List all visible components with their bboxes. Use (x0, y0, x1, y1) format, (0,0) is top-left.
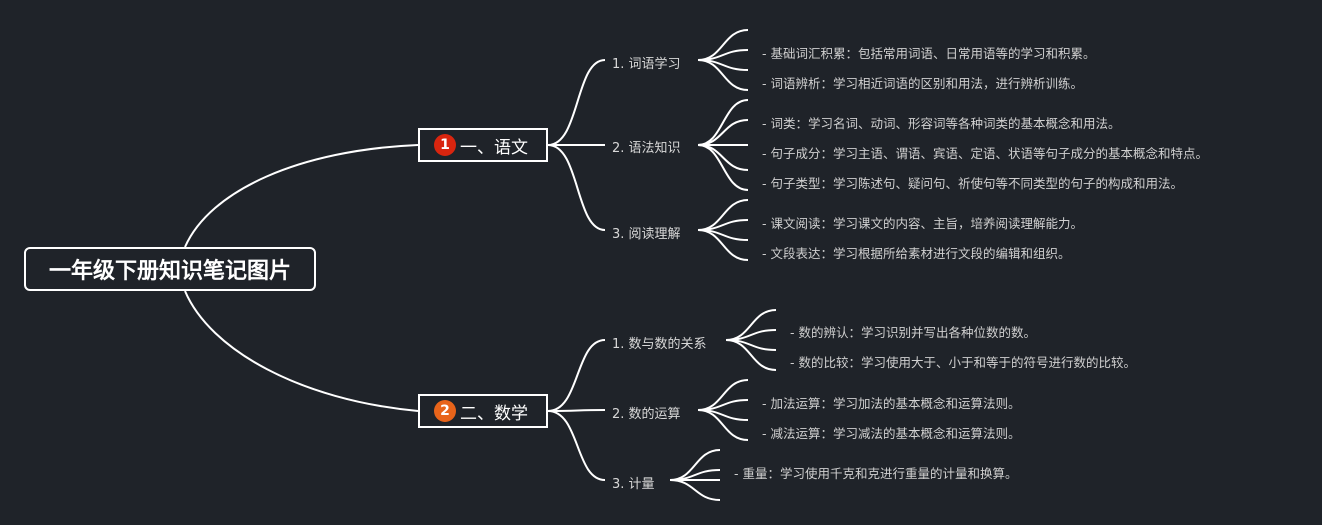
leaf-item[interactable]: - 句子类型：学习陈述句、疑问句、祈使句等不同类型的句子的构成和用法。 (762, 176, 1183, 191)
leaf-item[interactable]: - 句子成分：学习主语、谓语、宾语、定语、状语等句子成分的基本概念和特点。 (762, 146, 1208, 161)
leaf-item[interactable]: - 加法运算：学习加法的基本概念和运算法则。 (762, 396, 1021, 411)
subtopic-measurement[interactable]: 3. 计量 (612, 477, 655, 492)
root-node[interactable]: 一年级下册知识笔记图片 (24, 247, 316, 291)
subtopic-operations[interactable]: 2. 数的运算 (612, 407, 681, 422)
topic-label: 一、语文 (460, 137, 528, 158)
leaf-item[interactable]: - 减法运算：学习减法的基本概念和运算法则。 (762, 426, 1021, 441)
leaf-item[interactable]: - 数的比较：学习使用大于、小于和等于的符号进行数的比较。 (790, 355, 1136, 370)
subtopic-grammar[interactable]: 2. 语法知识 (612, 141, 681, 156)
leaf-item[interactable]: - 词语辨析：学习相近词语的区别和用法，进行辨析训练。 (762, 76, 1083, 91)
topic-math[interactable]: 2 二、数学 (418, 394, 548, 428)
topic-label: 二、数学 (460, 403, 528, 424)
leaf-item[interactable]: - 课文阅读：学习课文的内容、主旨，培养阅读理解能力。 (762, 216, 1083, 231)
leaf-item[interactable]: - 重量：学习使用千克和克进行重量的计量和换算。 (734, 466, 1018, 481)
priority-1-badge: 1 (434, 134, 456, 156)
leaf-item[interactable]: - 词类：学习名词、动词、形容词等各种词类的基本概念和用法。 (762, 116, 1121, 131)
topic-chinese[interactable]: 1 一、语文 (418, 128, 548, 162)
leaf-item[interactable]: - 基础词汇积累：包括常用词语、日常用语等的学习和积累。 (762, 46, 1096, 61)
root-title: 一年级下册知识笔记图片 (48, 259, 291, 284)
leaf-item[interactable]: - 文段表达：学习根据所给素材进行文段的编辑和组织。 (762, 246, 1071, 261)
leaf-item[interactable]: - 数的辨认：学习识别并写出各种位数的数。 (790, 325, 1036, 340)
subtopic-vocabulary[interactable]: 1. 词语学习 (612, 57, 681, 72)
subtopic-reading[interactable]: 3. 阅读理解 (612, 227, 681, 242)
priority-2-badge: 2 (434, 400, 456, 422)
subtopic-numbers[interactable]: 1. 数与数的关系 (612, 337, 707, 352)
